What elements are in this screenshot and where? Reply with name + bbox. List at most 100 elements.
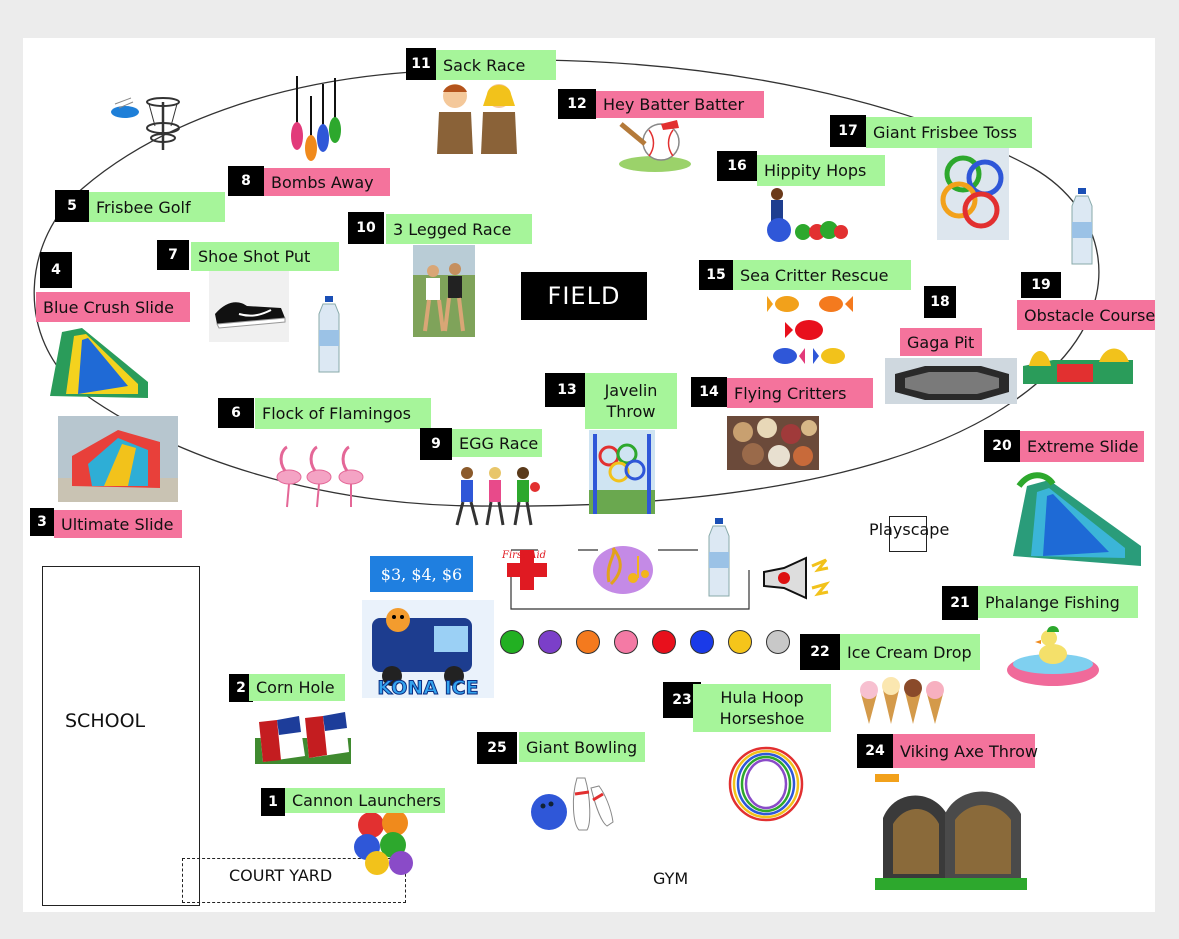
flavor-dot: [614, 630, 638, 654]
station-label: Hippity Hops: [757, 155, 885, 186]
station-number-badge: 8: [228, 166, 264, 196]
station-label: Cannon Launchers: [285, 788, 445, 813]
station-label: Giant Bowling: [519, 732, 645, 762]
gym-label: GYM: [653, 869, 689, 888]
station-label: Blue Crush Slide: [36, 292, 190, 322]
station-label: Flying Critters: [727, 378, 873, 408]
station-number-badge: 11: [406, 48, 436, 80]
station-label: Sea Critter Rescue: [733, 260, 911, 290]
price-badge: $3, $4, $6: [370, 556, 473, 592]
station-number-badge: 18: [924, 286, 956, 318]
station-label: Ice Cream Drop: [840, 634, 980, 670]
rockets-icon: [291, 76, 341, 161]
inflatable-slide-icon: [58, 416, 178, 502]
flavor-dot: [576, 630, 600, 654]
inflatable-slide-icon: [50, 328, 148, 398]
station-number-badge: 25: [477, 732, 517, 764]
station-label: Giant Frisbee Toss: [866, 117, 1032, 148]
flavor-dot: [728, 630, 752, 654]
station-number-badge: 6: [218, 398, 254, 428]
duck-pool-icon: [1007, 626, 1099, 686]
station-number-badge: 14: [691, 377, 727, 407]
water-bottle-icon: [708, 518, 730, 597]
sneaker-icon: [209, 270, 289, 342]
hop-balls-icon: [767, 188, 848, 242]
school-building: [42, 566, 200, 906]
station-number-badge: 10: [348, 212, 384, 244]
axe-throw-inflatable-icon: [875, 774, 1027, 890]
plush-critters-icon: [727, 416, 819, 470]
sack-race-kids-icon: [437, 84, 517, 154]
station-number-badge: 4: [40, 252, 72, 288]
school-label: SCHOOL: [65, 710, 146, 732]
station-number-badge: 3: [30, 508, 54, 536]
station-number-badge: 7: [157, 240, 189, 270]
station-number-badge: 16: [717, 151, 757, 181]
three-legged-race-photo-icon: [413, 245, 475, 337]
station-number-badge: 12: [558, 89, 596, 119]
gaga-pit-icon: [885, 358, 1017, 404]
bowling-icon: [531, 777, 614, 831]
station-number-badge: 24: [857, 734, 893, 768]
station-number-badge: 13: [545, 373, 589, 407]
first-aid-icon: First Aid: [501, 550, 547, 590]
music-note-icon: [593, 546, 653, 594]
station-number-badge: 21: [942, 586, 978, 620]
station-label: Viking Axe Throw: [893, 734, 1038, 768]
station-label: Flock of Flamingos: [255, 398, 431, 429]
station-label: Gaga Pit: [900, 328, 982, 356]
station-number-badge: 9: [420, 428, 452, 460]
field-sign: FIELD: [521, 272, 647, 320]
station-number-badge: 1: [261, 788, 285, 816]
ice-cream-cones-icon: [860, 677, 944, 724]
map-sheet: FIELD SCHOOL COURT YARD GYM Playscape $3…: [23, 38, 1155, 912]
ring-target-icon: [589, 430, 655, 514]
kona-ice-truck-icon: KONA ICE: [362, 600, 494, 700]
station-label: EGG Race: [452, 429, 542, 457]
playscape-box: [889, 516, 927, 552]
station-label: Hey Batter Batter: [596, 91, 764, 118]
station-number-badge: 15: [699, 260, 733, 290]
water-slide-icon: [1013, 472, 1141, 566]
fish-toys-icon: [767, 296, 853, 364]
station-number-badge: 5: [55, 190, 89, 222]
megaphone-icon: [763, 556, 831, 600]
kids-running-icon: [455, 467, 540, 526]
station-label: Bombs Away: [264, 168, 390, 196]
flavor-dot: [690, 630, 714, 654]
station-label: Ultimate Slide: [54, 510, 182, 538]
flavor-dot: [500, 630, 524, 654]
svg-text:First Aid: First Aid: [501, 550, 546, 561]
station-number-badge: 20: [984, 430, 1020, 462]
obstacle-course-icon: [1023, 348, 1133, 384]
baseball-batter-icon: [619, 120, 691, 172]
station-label: Javelin Throw: [585, 373, 677, 429]
flavor-dot: [652, 630, 676, 654]
station-label: Corn Hole: [249, 674, 345, 701]
station-label: 3 Legged Race: [386, 214, 532, 244]
ball-launchers-icon: [354, 810, 413, 875]
disc-golf-basket-icon: [111, 97, 180, 150]
courtyard-label: COURT YARD: [229, 866, 333, 885]
corn-hole-board-icon: [255, 712, 351, 764]
station-label: Sack Race: [436, 50, 556, 80]
flavor-dot: [538, 630, 562, 654]
station-number-badge: 22: [800, 634, 840, 670]
flamingo-icon: [276, 445, 364, 508]
courtyard-area: [182, 858, 406, 903]
station-label: Obstacle Course: [1017, 300, 1155, 330]
playscape-label: Playscape: [869, 520, 950, 539]
station-number-badge: 19: [1021, 272, 1061, 298]
flavor-dot: [766, 630, 790, 654]
kona-text: KONA ICE: [377, 677, 478, 699]
station-label: Phalange Fishing: [978, 586, 1138, 618]
ring-frisbees-icon: [937, 146, 1009, 240]
station-label: Frisbee Golf: [89, 192, 225, 222]
hula-hoops-icon: [728, 746, 804, 822]
station-number-badge: 17: [830, 115, 866, 147]
station-label: Hula Hoop Horseshoe: [693, 684, 831, 732]
station-label: Extreme Slide: [1020, 431, 1144, 462]
water-bottle-icon: [1071, 188, 1093, 265]
water-bottle-icon: [318, 296, 340, 373]
station-label: Shoe Shot Put: [191, 242, 339, 271]
